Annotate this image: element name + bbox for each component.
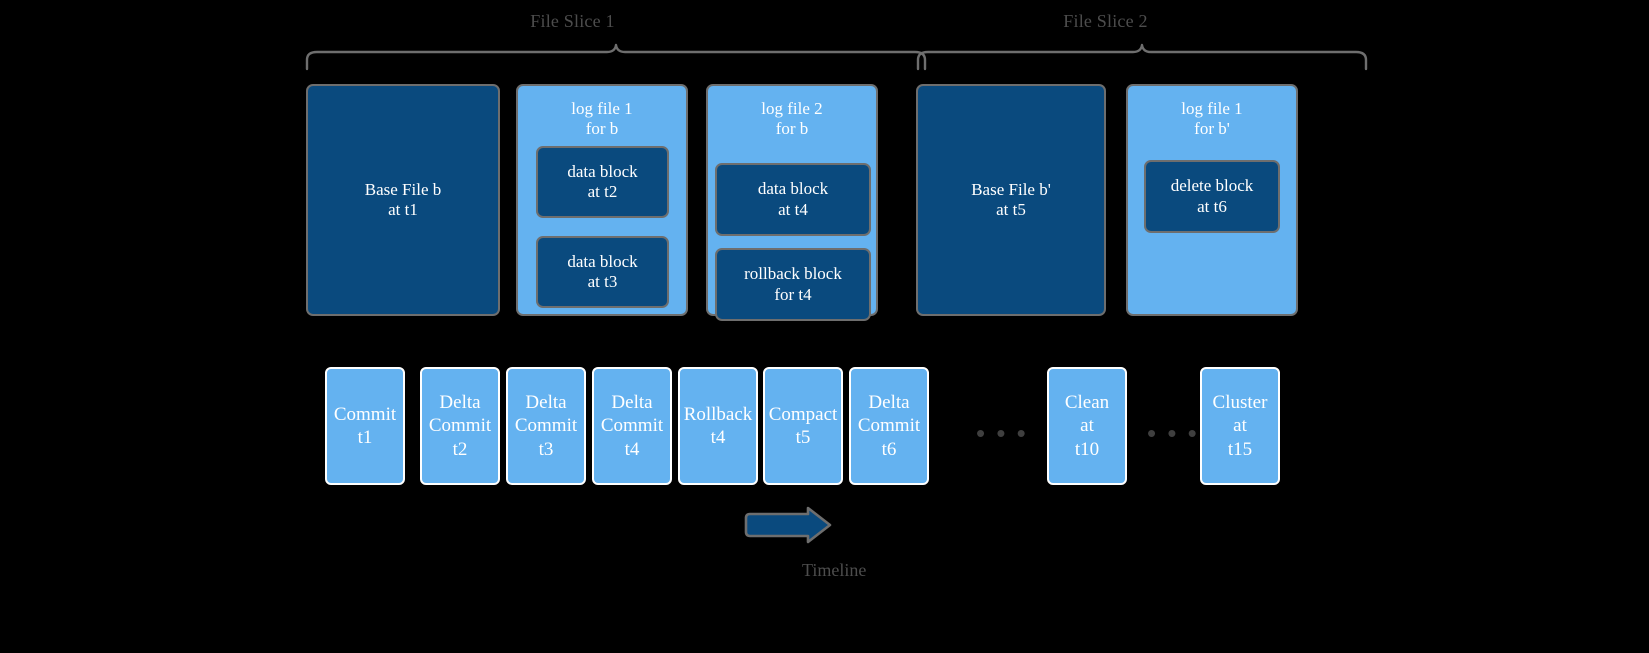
base-file-b-box: Base File b at t1 (306, 84, 500, 316)
data-block-t3-label: data block at t3 (567, 251, 638, 291)
timeline-item-label: Compact t5 (768, 403, 838, 448)
data-block-t4-label: data block at t4 (757, 179, 829, 219)
timeline-arrow-icon (742, 505, 834, 545)
log-file-2-for-b-label: log file 2 for b (761, 99, 823, 139)
timeline-item-delta-commit-t3[interactable]: Delta Commit t3 (506, 367, 586, 485)
timeline-item-clean-t10[interactable]: Clean at t10 (1047, 367, 1127, 485)
file-slice-2-label: File Slice 2 (1063, 11, 1148, 31)
data-block-t2-box: data block at t2 (536, 146, 669, 218)
delete-block-t6-label: delete block at t6 (1170, 176, 1254, 216)
file-slice-1-brace (305, 43, 927, 71)
timeline-item-label: Clean at t10 (1064, 392, 1110, 460)
data-block-t4-box: data block at t4 (715, 163, 871, 236)
timeline-item-delta-commit-t4[interactable]: Delta Commit t4 (592, 367, 672, 485)
data-block-t2-label: data block at t2 (567, 161, 638, 201)
log-file-1-for-b-prime-label: log file 1 for b' (1181, 99, 1243, 139)
timeline-item-label: Rollback t4 (683, 403, 753, 448)
timeline-item-label: Cluster at t15 (1212, 392, 1268, 460)
timeline-item-label: Delta Commit t4 (600, 392, 664, 460)
timeline-ellipsis-2: • • • (1147, 418, 1199, 448)
rollback-block-t4-box: rollback block for t4 (715, 248, 871, 321)
timeline-item-commit-t1[interactable]: Commit t1 (325, 367, 405, 485)
data-block-t3-box: data block at t3 (536, 236, 669, 308)
file-slice-2-brace (916, 43, 1368, 71)
base-file-b-prime-box: Base File b' at t5 (916, 84, 1106, 316)
rollback-block-t4-label: rollback block for t4 (744, 264, 842, 304)
timeline-item-label: Commit t1 (333, 403, 397, 448)
timeline-label: Timeline (802, 560, 867, 580)
delete-block-t6-box: delete block at t6 (1144, 160, 1280, 233)
timeline-item-rollback-t4[interactable]: Rollback t4 (678, 367, 758, 485)
base-file-b-prime-label: Base File b' at t5 (971, 179, 1051, 219)
timeline-item-delta-commit-t2[interactable]: Delta Commit t2 (420, 367, 500, 485)
base-file-b-label: Base File b at t1 (364, 179, 442, 219)
timeline-item-label: Delta Commit t2 (428, 392, 492, 460)
timeline-item-label: Delta Commit t6 (857, 392, 921, 460)
file-slice-1-label: File Slice 1 (530, 11, 615, 31)
timeline-item-delta-commit-t6[interactable]: Delta Commit t6 (849, 367, 929, 485)
timeline-item-label: Delta Commit t3 (514, 392, 578, 460)
timeline-ellipsis-1: • • • (976, 418, 1028, 448)
timeline-item-cluster-t15[interactable]: Cluster at t15 (1200, 367, 1280, 485)
timeline-item-compact-t5[interactable]: Compact t5 (763, 367, 843, 485)
log-file-1-for-b-label: log file 1 for b (571, 99, 633, 139)
